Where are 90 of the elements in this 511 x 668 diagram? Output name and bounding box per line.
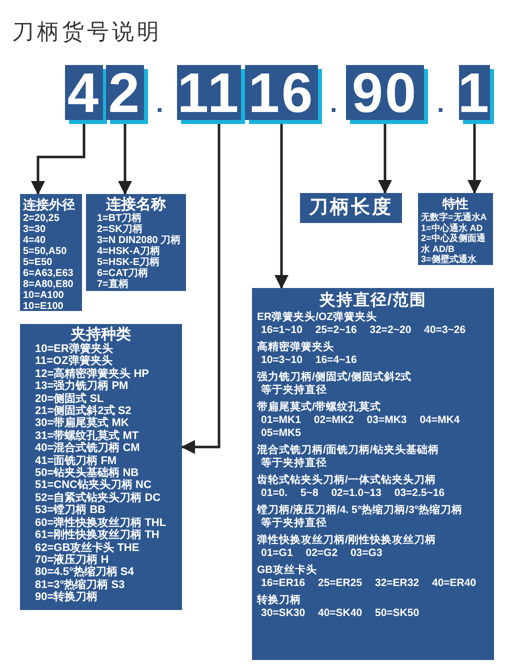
code-entry: 2=SK刀柄	[96, 224, 144, 235]
code-entry: 10=A100	[23, 290, 65, 301]
arrow	[468, 124, 482, 194]
code-entry: 1=中心通水 AD	[421, 222, 484, 232]
code-digit: 2	[108, 64, 142, 120]
code-entry: 6=CAT刀柄	[96, 268, 150, 279]
code-entry: 16=1~10 25=2~16 32=2~20 40=3~26	[260, 324, 467, 337]
code-entry: 5=E50	[23, 257, 54, 268]
separator-dot: .	[156, 88, 164, 118]
code-entry: 61=刚性快换攻丝刀柄 TH	[34, 529, 160, 542]
group-heading: 高精密弹簧夹头	[257, 341, 335, 354]
code-entry: 30=SK30 40=SK40 50=SK50	[260, 607, 420, 620]
code-entry: 80=4.5°热缩刀柄 S4	[34, 566, 135, 578]
code-entry: 01=0. 5~8 02=1.0~13 03=2.5~16	[260, 487, 446, 500]
table-title: 连接外径	[23, 196, 76, 213]
code-entry: 2=中心及侧面通水 AD/B	[421, 233, 486, 254]
code-entry: 51=CNC钻夹头刀柄 NC	[34, 479, 152, 492]
code-digit: 1	[458, 64, 492, 120]
page-title: 刀柄货号说明	[12, 18, 162, 46]
table-title: 夹持直径/范围	[318, 290, 428, 311]
code-entry: 16=ER16 25=ER25 32=ER32 40=ER40	[260, 577, 478, 590]
code-entry: 4=40	[23, 235, 47, 246]
code-entry: 01=G1 02=G2 03=G3	[260, 547, 384, 560]
code-entry: 10=E100	[23, 301, 64, 312]
group-heading: 齿轮式钻夹头刀柄/一体式钻夹头刀柄	[257, 474, 437, 487]
code-table	[86, 194, 186, 291]
group-heading: 强力铣刀柄/侧固式/侧固式斜2式	[257, 371, 413, 384]
code-entry: 5=HSK-E刀柄	[96, 257, 161, 268]
group-heading: 转换刀柄	[257, 594, 302, 607]
code-entry: 3=N DIN2080 刀柄	[96, 235, 182, 246]
code-entry: 6=A63,E63	[23, 268, 74, 279]
separator-dot: .	[437, 88, 444, 118]
table-title: 夹持种类	[70, 326, 132, 343]
code-table	[418, 193, 493, 265]
separator-dot: .	[330, 88, 338, 118]
group-heading: GB攻丝卡头	[257, 564, 318, 577]
code-entry: 20=侧固式 SL	[34, 392, 104, 405]
code-table	[20, 324, 182, 610]
code-entry: 等于夹持直径	[260, 457, 328, 470]
code-entry: 无数字=无通水A	[421, 212, 488, 222]
field-box	[300, 193, 402, 223]
code-entry: 40=混合式铣刀柄 CM	[34, 442, 141, 454]
code-entry: 60=弹性快换攻丝刀柄 THL	[34, 516, 168, 529]
arrow	[274, 124, 288, 289]
code-entry: 1=BT刀柄	[96, 213, 143, 224]
code-entry: 12=高精密弹簧夹头 HP	[34, 368, 150, 380]
code-digit: 16	[248, 64, 315, 120]
code-digit: 4	[67, 64, 101, 120]
code-entry: 53=镗刀柄 BB	[34, 504, 107, 516]
digit-box	[346, 65, 424, 120]
group-heading: 带扁尾莫式/带螺纹孔莫式	[257, 401, 382, 414]
table-title: 特性	[441, 195, 470, 212]
code-entry: 30=带扁尾莫式 MK	[34, 417, 130, 430]
code-entry: 等于夹持直径	[260, 517, 328, 530]
arrow	[378, 124, 392, 194]
code-entry: 3=30	[23, 224, 47, 235]
code-entry: 21=侧固式斜2式 S2	[34, 405, 132, 418]
code-entry: 11=OZ弹簧夹头	[34, 355, 114, 368]
code-digit: 11	[177, 64, 241, 120]
code-entry: 10=ER弹簧夹头	[34, 343, 114, 355]
code-entry: 5=50,A50	[23, 246, 68, 257]
arrow	[31, 124, 86, 195]
code-entry: 13=强力铣刀柄 PM	[34, 380, 130, 392]
arrow	[181, 124, 220, 454]
code-entry: 4=HSK-A刀柄	[96, 246, 162, 257]
code-entry: 41=面铣刀柄 FM	[34, 454, 117, 467]
code-entry: 01=MK1 02=MK2 03=MK3 04=MK4 05=MK5	[260, 414, 461, 440]
code-entry: 8=A80,E80	[23, 279, 74, 290]
group-heading: 镗刀柄/液压刀柄/4. 5°热缩刀柄/3°热缩刀柄	[257, 504, 464, 517]
code-table	[20, 194, 82, 311]
code-entry: 3=侧壁式通水	[421, 254, 478, 264]
code-entry: 70=液压刀柄 H	[34, 554, 109, 566]
code-entry: 90=转换刀柄	[34, 591, 99, 604]
code-entry: 52=自紧式钻夹头刀柄 DC	[34, 492, 162, 504]
code-entry: 10=3~10 16=4~16	[260, 354, 358, 367]
code-entry: 31=带螺纹孔莫式 MT	[34, 430, 140, 442]
code-entry: 2=20,25	[23, 213, 60, 224]
code-table	[252, 288, 494, 660]
code-entry: 等于夹持直径	[260, 384, 328, 397]
field-title: 刀柄长度	[309, 196, 393, 220]
table-title: 连接名称	[105, 196, 167, 213]
group-heading: ER弹簧夹头/OZ弹簧夹头	[257, 311, 378, 324]
code-entry: 81=3°热缩刀柄 S3	[34, 578, 126, 591]
code-digit: 90	[352, 64, 418, 120]
code-entry: 50=钻夹头基础柄 NB	[34, 467, 140, 480]
group-heading: 弹性快换攻丝刀柄/刚性快换攻丝刀柄	[257, 534, 437, 547]
group-heading: 混合式铣刀柄/面铣刀柄/钻夹头基础柄	[257, 444, 440, 457]
code-entry: 62=GB攻丝卡头 THE	[34, 542, 140, 554]
arrow	[118, 124, 132, 195]
code-entry: 7=直柄	[96, 279, 130, 290]
